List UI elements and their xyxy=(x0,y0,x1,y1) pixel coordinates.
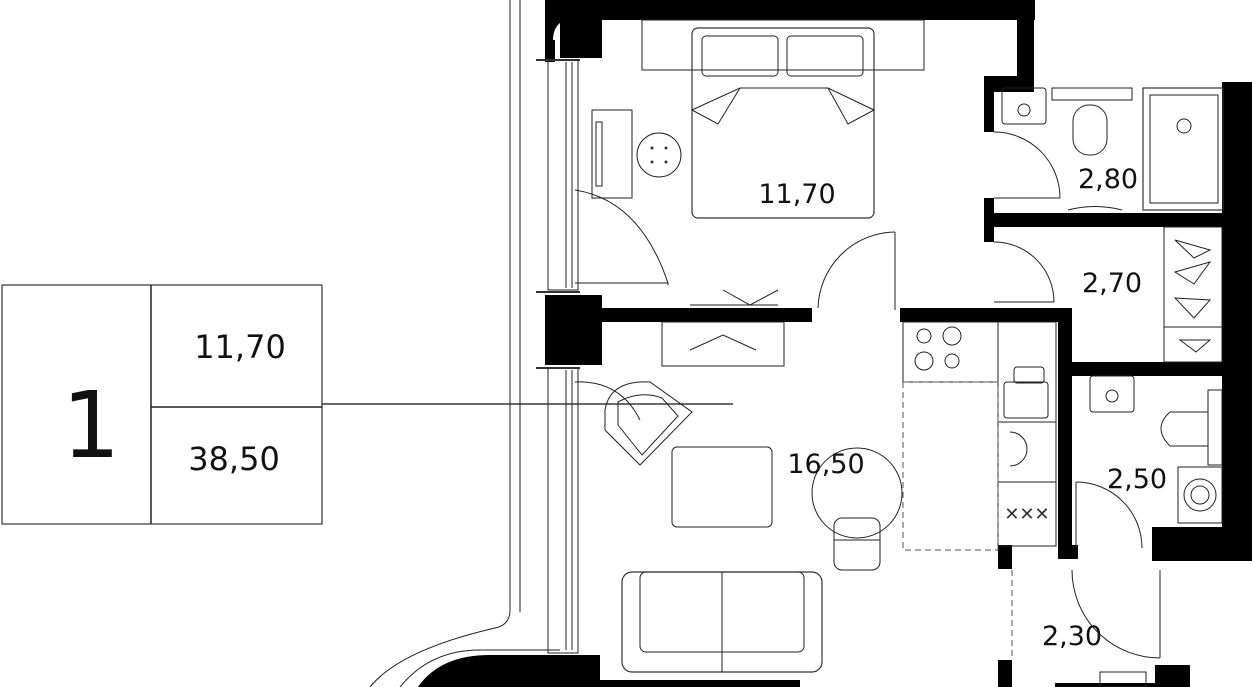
hall-door-swing xyxy=(1011,569,1161,687)
room-area-bathroom-main: 2,80 xyxy=(1078,164,1138,195)
bathroom-main-fixtures xyxy=(1001,87,1224,211)
wardrobe-door-swing xyxy=(993,241,1055,303)
room-area-living-kitchen: 16,50 xyxy=(787,449,864,480)
living-window-swing xyxy=(574,381,641,421)
windows xyxy=(536,59,580,654)
room-area-hall: 2,30 xyxy=(1042,621,1102,652)
bedroom-window-swing xyxy=(574,189,669,285)
wardrobe-hangers-icon xyxy=(1163,226,1223,363)
room-area-bedroom: 11,70 xyxy=(758,179,835,210)
armchair-icon xyxy=(604,381,693,466)
bedroom-door-swing xyxy=(817,231,896,310)
legend-total-area: 38,50 xyxy=(188,440,280,478)
room-area-wardrobe: 2,70 xyxy=(1082,268,1142,299)
room-area-bathroom-guest: 2,50 xyxy=(1107,464,1167,495)
bathroom-guest-fixtures xyxy=(1089,375,1223,524)
kitchen-icon: ✕✕✕ xyxy=(902,321,1057,551)
walls xyxy=(418,0,1252,687)
sofa-icon xyxy=(621,571,823,673)
facade-outline xyxy=(369,0,560,687)
nightstand-icon xyxy=(591,109,682,199)
bathroom-main-door-swing xyxy=(993,131,1123,211)
legend-living-area: 11,70 xyxy=(194,328,286,366)
bed-icon xyxy=(641,19,925,219)
legend-table: 1 11,70 38,50 xyxy=(1,284,733,525)
svg-text:✕✕✕: ✕✕✕ xyxy=(1004,504,1049,525)
wardrobe-bedroom-icon xyxy=(661,289,785,367)
bathroom-guest-door-swing xyxy=(1075,481,1143,549)
coffee-table-icon xyxy=(671,446,773,528)
legend-room-count: 1 xyxy=(62,372,121,479)
dining-table-icon xyxy=(811,447,903,571)
